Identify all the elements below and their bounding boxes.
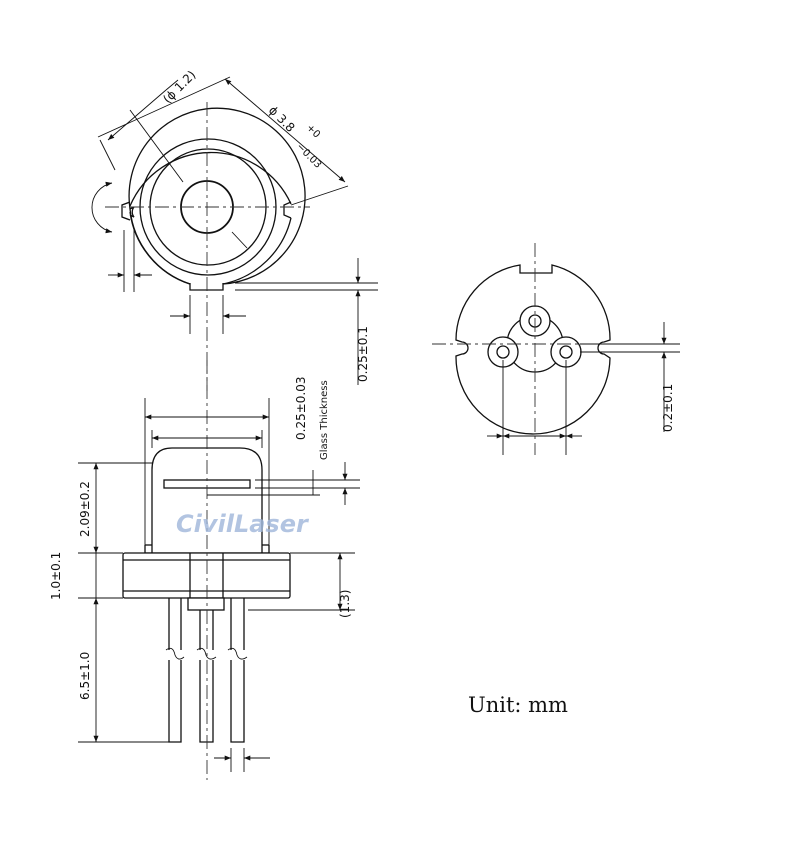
bottom-outline: [455, 264, 611, 435]
label-height-top: 2.09±0.2: [78, 481, 92, 537]
label-tol-plus: +0: [304, 122, 322, 140]
label-glass-note: Glass Thickness: [319, 380, 330, 460]
side-cap: [151, 447, 263, 553]
bottom-view: [432, 243, 680, 455]
label-notch-dim: 0.25±0.1: [356, 326, 370, 382]
label-pin-offset: 0.2±0.1: [661, 384, 675, 432]
unit-label: Unit: mm: [468, 693, 568, 717]
label-glass: 0.25±0.03: [294, 377, 308, 441]
top-notch-left: [121, 201, 131, 221]
top-view: [91, 76, 378, 395]
label-ref-dim: (1.3): [338, 590, 352, 618]
label-pin-length: 6.5±1.0: [78, 652, 92, 700]
label-tol-minus: −0.03: [294, 141, 323, 170]
watermark-logo: CivilLaser: [176, 510, 310, 538]
label-phi-outer: ϕ 3.8: [266, 103, 298, 135]
side-pins: [165, 598, 248, 743]
side-pin-boss: [187, 597, 225, 611]
top-view-outline: [128, 107, 306, 285]
side-view: [78, 360, 360, 780]
top-notch-right: [283, 201, 292, 219]
top-notch-bottom: [189, 283, 224, 291]
label-flange: 1.0±0.1: [49, 552, 63, 600]
